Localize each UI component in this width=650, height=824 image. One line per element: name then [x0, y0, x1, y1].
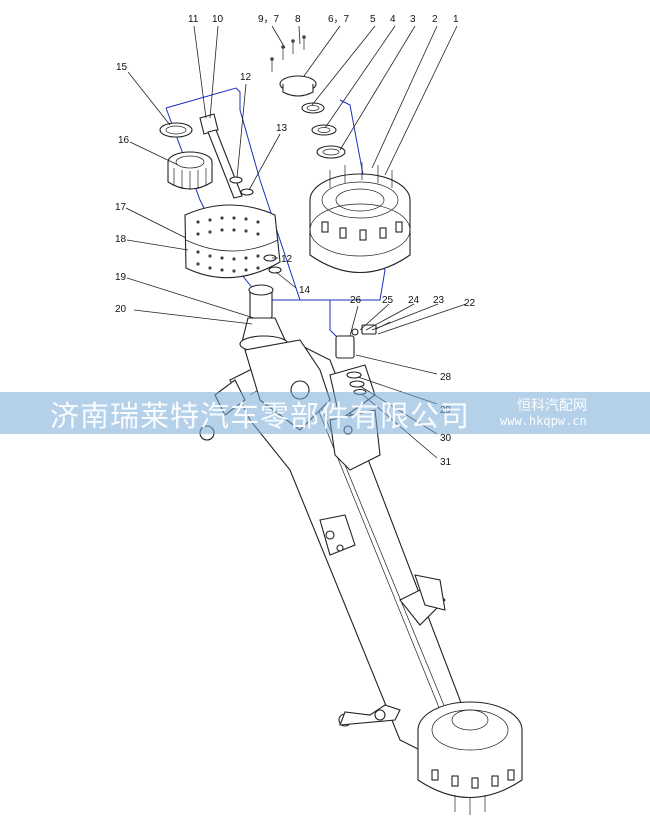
callout-3: 3: [410, 14, 416, 25]
seal-ring: [159, 122, 193, 138]
watermark-url-text: www.hkqpw.cn: [500, 414, 587, 428]
callout-12-lower: 12: [281, 254, 293, 265]
bearing-stack: [279, 75, 346, 159]
small-washers: [229, 176, 282, 274]
callout-9-7: 9，7: [258, 14, 280, 25]
sensor-parts: [335, 321, 391, 396]
watermark-company-text: 济南瑞莱特汽车零部件有限公司: [50, 399, 471, 433]
callout-13: 13: [276, 123, 288, 134]
cap-bolts: [270, 35, 306, 72]
watermark-band: [0, 392, 650, 434]
callout-12-upper: 12: [240, 72, 252, 83]
callout-22: 22: [464, 298, 476, 309]
callout-5: 5: [370, 14, 376, 25]
roller-bearing: [167, 151, 213, 190]
callout-23: 23: [433, 295, 445, 306]
callout-18: 18: [115, 234, 127, 245]
callout-20: 20: [115, 304, 127, 315]
callout-24: 24: [408, 295, 420, 306]
callout-25: 25: [382, 295, 394, 306]
callout-4: 4: [390, 14, 396, 25]
brake-shoes: [184, 204, 281, 279]
callout-17: 17: [115, 202, 127, 213]
callout-10: 10: [212, 14, 224, 25]
callout-19: 19: [115, 272, 127, 283]
brake-drum: [309, 173, 411, 273]
callout-16: 16: [118, 135, 130, 146]
callout-6-7: 6，7: [328, 14, 350, 25]
tie-rod: [199, 425, 401, 727]
callout-30: 30: [440, 433, 452, 444]
callout-26: 26: [350, 295, 362, 306]
callout-11: 11: [188, 14, 199, 25]
callout-1: 1: [453, 14, 459, 25]
callout-15: 15: [116, 62, 128, 73]
callout-31: 31: [440, 457, 452, 468]
watermark-brand-text: 恒科汽配网: [517, 398, 587, 414]
callout-28: 28: [440, 372, 452, 383]
callout-14: 14: [299, 285, 311, 296]
lower-brake-drum: [417, 701, 523, 815]
callout-labels: 1 2 3 4 5 6，7 8 9，7 10 11 12 13 15 16 17…: [115, 14, 476, 468]
callout-8: 8: [295, 14, 301, 25]
callout-2: 2: [432, 14, 438, 25]
wheel-studs: [329, 162, 393, 188]
